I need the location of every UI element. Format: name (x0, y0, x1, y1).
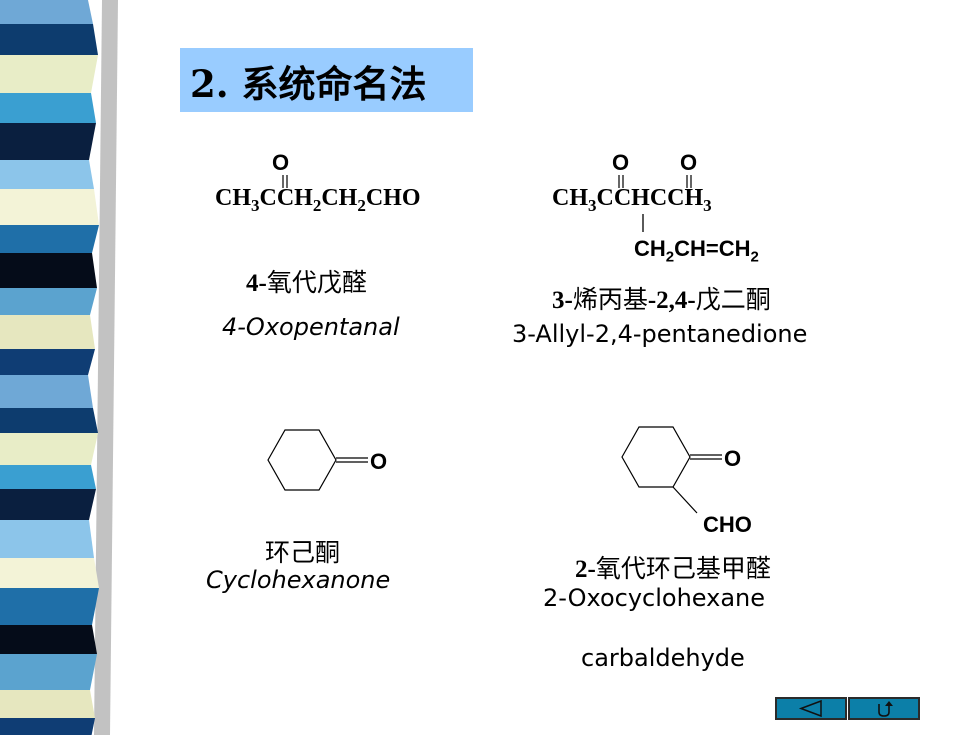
decorative-stripe (0, 253, 97, 288)
decorative-stripe (0, 24, 98, 55)
allyl-branch-label: CH2CH=CH2 (634, 236, 759, 266)
ketone-oxygen-label: O (370, 449, 388, 474)
single-bond-icon (642, 214, 644, 232)
double-bond-icon (686, 175, 692, 188)
decorative-stripe (0, 349, 95, 375)
cyclohexane-ring-icon (621, 426, 722, 514)
carbonyl-oxygen-label-2: O (680, 150, 698, 175)
decorative-stripe (0, 375, 93, 408)
decorative-stripe (0, 408, 98, 433)
carbonyl-oxygen-label: O (272, 150, 290, 175)
triangle-left-icon (798, 699, 822, 718)
name-cn-oxopentanal: 4-氧代戊醛 (246, 268, 367, 297)
decorative-stripe (0, 288, 97, 315)
name-en-cyclohexanone: Cyclohexanone (206, 566, 391, 594)
decorative-stripe (0, 588, 99, 625)
double-bond-icon (282, 175, 288, 188)
decorative-stripe (0, 520, 94, 558)
decorative-stripe (0, 489, 96, 520)
decorative-stripe (0, 690, 95, 718)
previous-slide-button[interactable] (775, 697, 847, 720)
decorative-stripe (0, 225, 99, 253)
decorative-stripe (0, 189, 99, 225)
formula-oxopentanal: CH3CCH2CH2CHO (215, 185, 421, 215)
ketone-oxygen-label: O (724, 446, 742, 471)
decorative-stripe-bar (0, 0, 118, 735)
decorative-stripe (0, 93, 96, 123)
double-bond-icon (618, 175, 624, 188)
formula-allyl-pentanedione: CH3CCHCCH3 (552, 185, 712, 215)
return-button[interactable] (848, 697, 920, 720)
decorative-stripe (0, 625, 97, 654)
cyclohexane-ring-icon (267, 429, 368, 491)
name-cn-oxocyclohexane-carbaldehyde: 2-氧代环己基甲醛 (575, 554, 771, 583)
name-en-oxocyclohexane-line1: 2-Oxocyclohexane (543, 584, 766, 612)
decorative-stripe (0, 315, 95, 349)
decorative-stripe (0, 718, 95, 735)
name-cn-allyl-pentanedione: 3-烯丙基-2,4-戊二酮 (552, 285, 771, 314)
carbonyl-oxygen-label-1: O (612, 150, 630, 175)
decorative-stripe (0, 433, 98, 465)
decorative-stripe (0, 654, 97, 690)
aldehyde-group-label: CHO (703, 512, 752, 537)
page-title: 2. 系统命名法 (190, 62, 427, 106)
decorative-stripe (0, 465, 96, 489)
decorative-stripe (0, 55, 98, 93)
name-en-allyl-pentanedione: 3-Allyl-2,4-pentanedione (512, 320, 808, 348)
name-en-oxocyclohexane-line2: carbaldehyde (581, 644, 745, 672)
decorative-stripe (0, 558, 99, 588)
title-banner: 2. 系统命名法 (180, 48, 473, 112)
name-cn-cyclohexanone: 环己酮 (265, 538, 341, 567)
decorative-stripe (0, 160, 94, 189)
decorative-stripe (0, 123, 96, 160)
name-en-oxopentanal: 4-Oxopentanal (222, 313, 400, 341)
return-arrow-icon (878, 701, 893, 717)
decorative-stripe (0, 0, 93, 24)
